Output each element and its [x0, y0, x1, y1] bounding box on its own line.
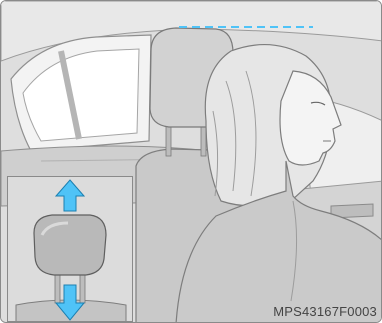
- headrest-adjustment-inset: [7, 176, 133, 322]
- headrest-icon: [34, 215, 106, 275]
- figure-caption: MPS43167F0003: [273, 304, 377, 319]
- headrest-adjustment-diagram: [8, 177, 133, 322]
